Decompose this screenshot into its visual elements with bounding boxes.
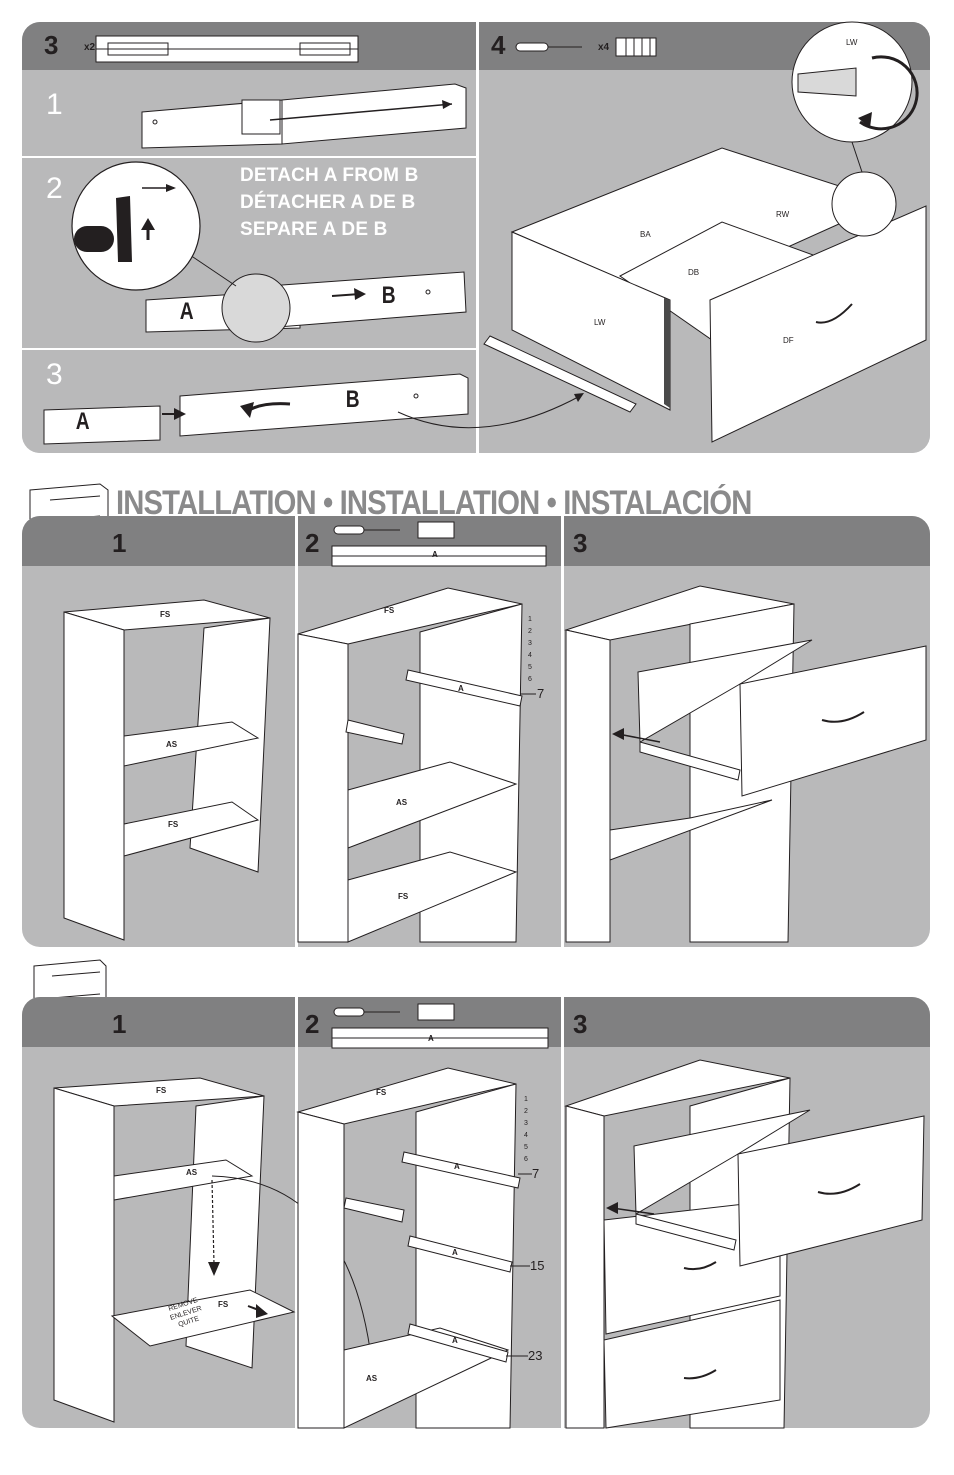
s2-step-2: 2 (305, 1009, 320, 1039)
s2-hole-2: 2 (524, 1108, 528, 1115)
s2-cabinet-step2 (296, 1067, 532, 1429)
s1-hardware-icons (331, 521, 547, 567)
substep-1: 1 (46, 88, 63, 121)
s1-cabinet-step3 (564, 585, 927, 943)
step-4-number: 4 (491, 30, 506, 60)
rail-detach (71, 161, 467, 343)
s2-step-3: 3 (573, 1009, 588, 1039)
s2-fs-top: FS (156, 1086, 167, 1095)
s1-step-2: 2 (305, 528, 320, 558)
s1-hole-3: 3 (528, 640, 532, 647)
rail-separated (43, 373, 584, 445)
s1-hole-6: 6 (528, 676, 532, 683)
detach-fr: DÉTACHER A DE B (240, 192, 416, 213)
s2-hardware-icons (331, 1003, 549, 1049)
s2-hole-3: 3 (524, 1120, 528, 1127)
s1-hole-4: 4 (528, 652, 532, 659)
s2-cabinet-step1 (53, 1077, 378, 1423)
s1-hole-5: 5 (528, 664, 532, 671)
lw-label: LW (594, 318, 606, 327)
lw-zoom-label: LW (846, 38, 858, 47)
rw-label: RW (776, 210, 790, 219)
s1-step-1: 1 (112, 528, 127, 558)
rail-label-a-3: A (75, 408, 90, 435)
rail-extended (141, 83, 467, 149)
s2-fs: FS (218, 1300, 229, 1309)
s1-cabinet-step2 (297, 587, 536, 943)
installation-heading: INSTALLATION • INSTALLATION • INSTALACIÓ… (116, 484, 752, 522)
s1-fs-bottom: FS (168, 820, 179, 829)
detach-instructions: DETACH A FROM B DÉTACHER A DE B SEPARE A… (240, 162, 419, 243)
s1-p2-as: AS (396, 798, 408, 807)
s2-hole-4: 4 (524, 1132, 528, 1139)
s1-p2-fs: FS (384, 606, 395, 615)
db-label: DB (688, 268, 700, 277)
s2-p2-fs: FS (376, 1088, 387, 1097)
s2-a3: A (452, 1336, 458, 1345)
detach-es: SEPARE A DE B (240, 219, 388, 240)
s2-as: AS (186, 1168, 198, 1177)
s2-a2: A (452, 1248, 458, 1257)
df-label: DF (783, 336, 794, 345)
substep-3: 3 (46, 358, 63, 391)
s2-rail-a: A (428, 1034, 434, 1043)
detach-en: DETACH A FROM B (240, 165, 419, 186)
ba-label: BA (640, 230, 651, 239)
s1-p2-fs2: FS (398, 892, 409, 901)
s2-a1: A (454, 1162, 460, 1171)
s2-step-1: 1 (112, 1009, 127, 1039)
s1-cabinet-step1 (63, 599, 271, 941)
s2-hole-6: 6 (524, 1156, 528, 1163)
s1-fs-top: FS (160, 610, 171, 619)
screwdriver-icon (515, 42, 582, 52)
drawer-box (483, 21, 927, 443)
step-3-number: 3 (44, 30, 59, 60)
rail-label-b-2: B (381, 282, 396, 309)
s2-hole-5: 5 (524, 1144, 528, 1151)
s2-callout-7: 7 (532, 1166, 540, 1181)
s1-hole-1: 1 (528, 616, 532, 623)
rail-label-b-3: B (345, 386, 360, 413)
rail-label-a-2: A (179, 298, 194, 325)
s2-callout-23: 23 (528, 1348, 543, 1363)
s1-step-3: 3 (573, 528, 588, 558)
s2-p2-as: AS (366, 1374, 378, 1383)
s2-hole-1: 1 (524, 1096, 528, 1103)
screw-qty: x4 (598, 42, 610, 53)
slide-rail-icon (95, 35, 359, 63)
s1-hole-2: 2 (528, 628, 532, 635)
s2-callout-15: 15 (530, 1258, 545, 1273)
substep-2: 2 (46, 172, 63, 205)
s1-p2-rail-a: A (458, 684, 464, 693)
s1-as: AS (166, 740, 178, 749)
screw-icon (615, 37, 657, 57)
slide-qty: x2 (84, 42, 96, 53)
s1-callout-7: 7 (537, 686, 545, 701)
s2-cabinet-step3 (564, 1059, 925, 1429)
s1-rail-a: A (432, 550, 438, 559)
